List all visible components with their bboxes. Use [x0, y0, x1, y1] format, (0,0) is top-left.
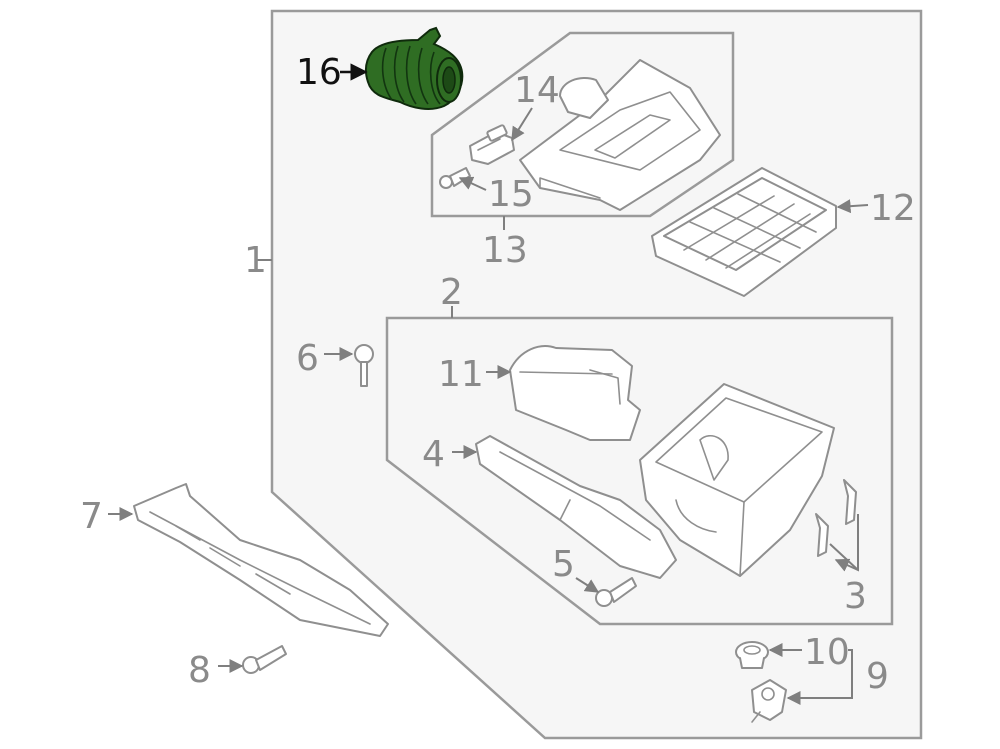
callout-14: 14 — [514, 70, 560, 111]
lower-housing-box[interactable] — [639, 383, 835, 577]
leader-lines — [108, 63, 869, 705]
callout-16: 16 — [296, 52, 342, 93]
callout-8: 8 — [188, 650, 211, 691]
clips-part-3[interactable] — [815, 479, 857, 557]
callout-5: 5 — [552, 544, 575, 585]
bolt-part-6[interactable] — [354, 344, 374, 387]
grommet-part-10[interactable] — [735, 641, 769, 669]
bracket-part-9[interactable] — [751, 679, 787, 723]
intake-duct-part-4[interactable] — [475, 435, 677, 579]
duct-part-11[interactable] — [509, 345, 641, 441]
callout-3: 3 — [844, 576, 867, 617]
air-filter-part-12[interactable] — [651, 167, 837, 297]
callout-15: 15 — [488, 174, 534, 215]
callout-2: 2 — [440, 272, 463, 313]
callout-7: 7 — [80, 496, 103, 537]
intake-hose-part-16[interactable] — [364, 26, 464, 110]
callout-13: 13 — [482, 230, 528, 271]
sensor-part-14[interactable] — [469, 124, 515, 165]
callout-12: 12 — [870, 188, 916, 229]
fresh-air-duct-part-7[interactable] — [133, 483, 389, 637]
callout-6: 6 — [296, 338, 319, 379]
callout-10: 10 — [804, 632, 850, 673]
callout-9: 9 — [866, 656, 889, 697]
callout-1: 1 — [244, 240, 267, 281]
callout-4: 4 — [422, 434, 445, 475]
callout-11: 11 — [438, 354, 484, 395]
bolt-part-8[interactable] — [242, 645, 287, 674]
bolt-part-5[interactable] — [595, 577, 637, 607]
air-cleaner-cover-part-13[interactable] — [519, 59, 721, 211]
